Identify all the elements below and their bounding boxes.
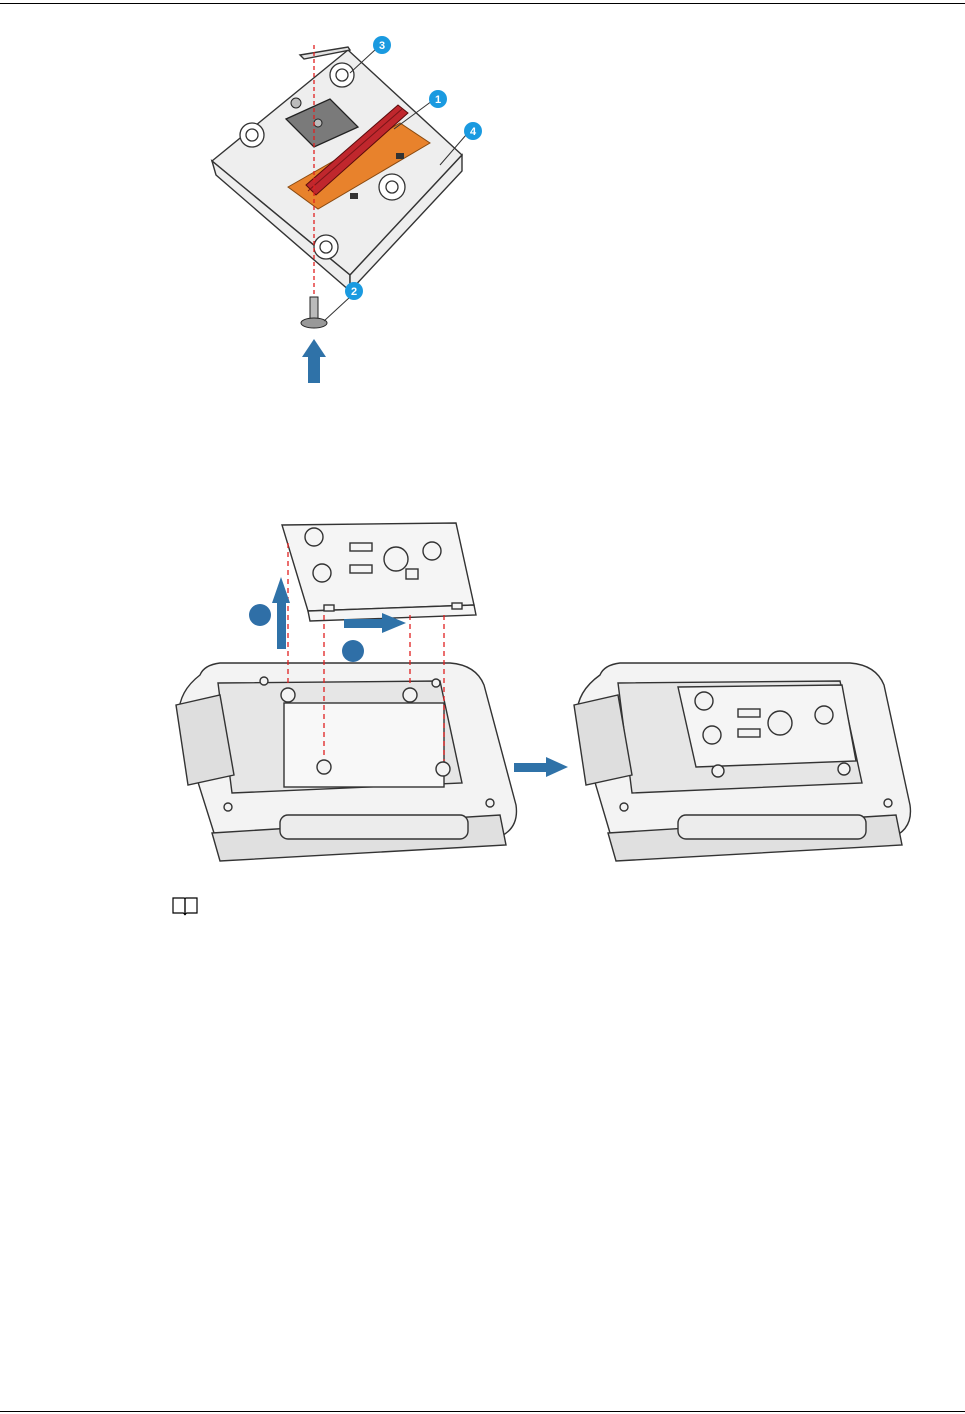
- callout-3-label: 3: [379, 40, 385, 52]
- callout-2: 2: [345, 282, 363, 300]
- access-point-right: [574, 663, 910, 861]
- screw: [301, 297, 327, 328]
- step-marker-2: [342, 640, 364, 662]
- callout-1: 1: [429, 90, 447, 108]
- ap-bracket-install-figure: [160, 515, 920, 875]
- callout-3: 3: [373, 36, 391, 54]
- result-arrow: [514, 757, 568, 777]
- bracket-screw-figure: 1 2 3 4: [200, 35, 500, 385]
- callout-1-label: 1: [435, 94, 441, 106]
- book-icon: [171, 895, 199, 917]
- footer-rule: [0, 1411, 965, 1412]
- callout-4: 4: [464, 122, 482, 140]
- access-point-left: [176, 663, 516, 861]
- step-marker-1: [249, 604, 271, 626]
- lift-arrow: [272, 577, 290, 649]
- floating-bracket: [282, 523, 476, 621]
- callout-4-label: 4: [470, 126, 477, 138]
- callout-2-label: 2: [351, 286, 357, 298]
- header-rule: [0, 3, 965, 4]
- insert-arrow: [302, 339, 326, 383]
